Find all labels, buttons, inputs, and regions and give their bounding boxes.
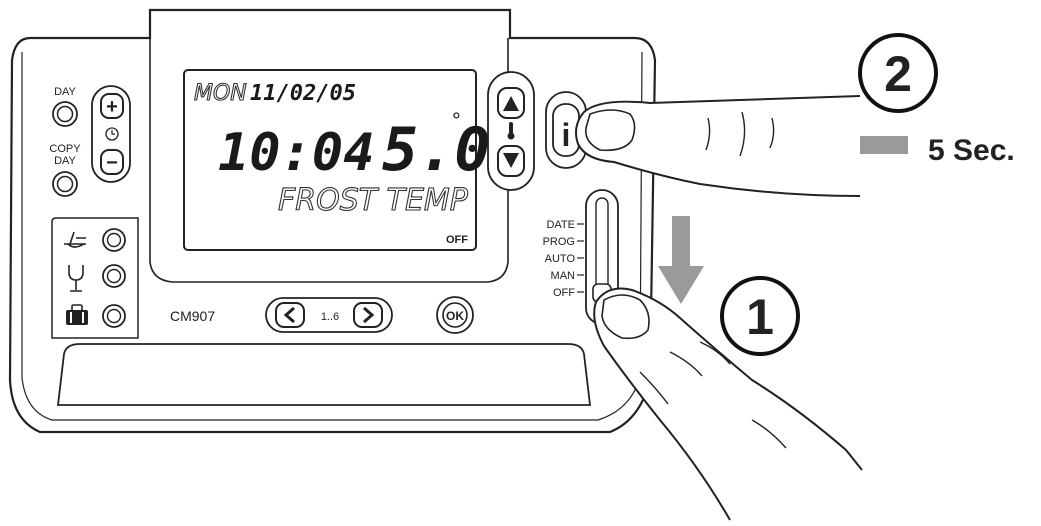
model-label: CM907 — [170, 308, 215, 324]
plus-button[interactable]: + — [100, 93, 124, 119]
svg-text:2: 2 — [884, 46, 912, 102]
lcd-temperature: 5.0 — [382, 115, 490, 185]
svg-text:AUTO: AUTO — [545, 253, 576, 265]
temp-down-button[interactable] — [497, 145, 525, 177]
glass-icon — [68, 265, 84, 292]
svg-text:DATE: DATE — [546, 219, 575, 231]
finger-on-slider — [593, 287, 863, 521]
slider-position-auto[interactable]: AUTO — [545, 253, 584, 265]
copy-day-button[interactable] — [52, 171, 78, 197]
step-2-marker: 2 — [858, 33, 938, 113]
svg-text:MAN: MAN — [551, 270, 576, 282]
slider-position-date[interactable]: DATE — [546, 219, 584, 231]
ok-button[interactable]: OK — [436, 296, 474, 334]
clock-icon — [105, 127, 119, 141]
slider-position-man[interactable]: MAN — [551, 270, 584, 282]
day-label: DAY — [54, 86, 76, 98]
temp-up-button[interactable] — [497, 87, 525, 119]
thermostat-body — [8, 8, 657, 434]
step-1-marker: 1 — [720, 276, 800, 356]
lcd-date: 11/02/05 — [250, 81, 356, 106]
glass-button[interactable] — [102, 264, 126, 288]
slider-position-prog[interactable]: PROG — [543, 236, 584, 248]
lcd-display: MON 11/02/05 10:04 5.0 ° FROST TEMP OFF — [183, 69, 490, 251]
lcd-day-of-week: MON — [194, 81, 247, 106]
svg-text:1: 1 — [746, 289, 774, 345]
day-button-group: DAY COPY DAY — [49, 86, 81, 197]
triangle-down-icon — [503, 153, 519, 168]
time-adjust-group: + − — [91, 85, 131, 183]
down-arrow — [658, 216, 704, 304]
chevron-right-icon — [363, 306, 375, 324]
finger-pressing-info — [575, 95, 861, 197]
chevron-left-icon — [283, 306, 295, 324]
nav-range-label: 1..6 — [321, 311, 339, 323]
lcd-degree-symbol: ° — [452, 108, 461, 133]
nav-right-button[interactable] — [353, 302, 383, 328]
svg-text:OFF: OFF — [553, 287, 575, 299]
temperature-adjust-group — [487, 71, 535, 191]
day-navigation: 1..6 — [265, 297, 393, 333]
nav-left-button[interactable] — [275, 302, 305, 328]
minus-button[interactable]: − — [100, 149, 124, 175]
svg-text:i: i — [562, 117, 571, 153]
lcd-status: OFF — [446, 234, 468, 246]
hold-duration-label: 5 Sec. — [928, 134, 1015, 167]
lcd-mode-text: FROST TEMP — [278, 183, 469, 218]
chair-icon — [64, 231, 86, 248]
svg-text:+: + — [106, 96, 118, 118]
suitcase-icon — [66, 304, 88, 325]
info-button[interactable]: i — [545, 91, 587, 169]
chair-button[interactable] — [102, 228, 126, 252]
holiday-panel — [51, 217, 139, 339]
triangle-up-icon — [503, 96, 519, 111]
copy-day-label-line1: COPY — [49, 143, 81, 155]
svg-text:−: − — [106, 152, 118, 174]
suitcase-button[interactable] — [102, 304, 126, 328]
thermometer-icon — [507, 122, 515, 140]
lcd-time: 10:04 — [218, 123, 375, 183]
svg-text:OK: OK — [446, 309, 464, 323]
day-button[interactable] — [52, 101, 78, 127]
slider-position-off[interactable]: OFF — [553, 287, 584, 299]
bottom-cover — [56, 343, 592, 406]
svg-text:PROG: PROG — [543, 236, 575, 248]
copy-day-label-line2: DAY — [54, 155, 76, 167]
